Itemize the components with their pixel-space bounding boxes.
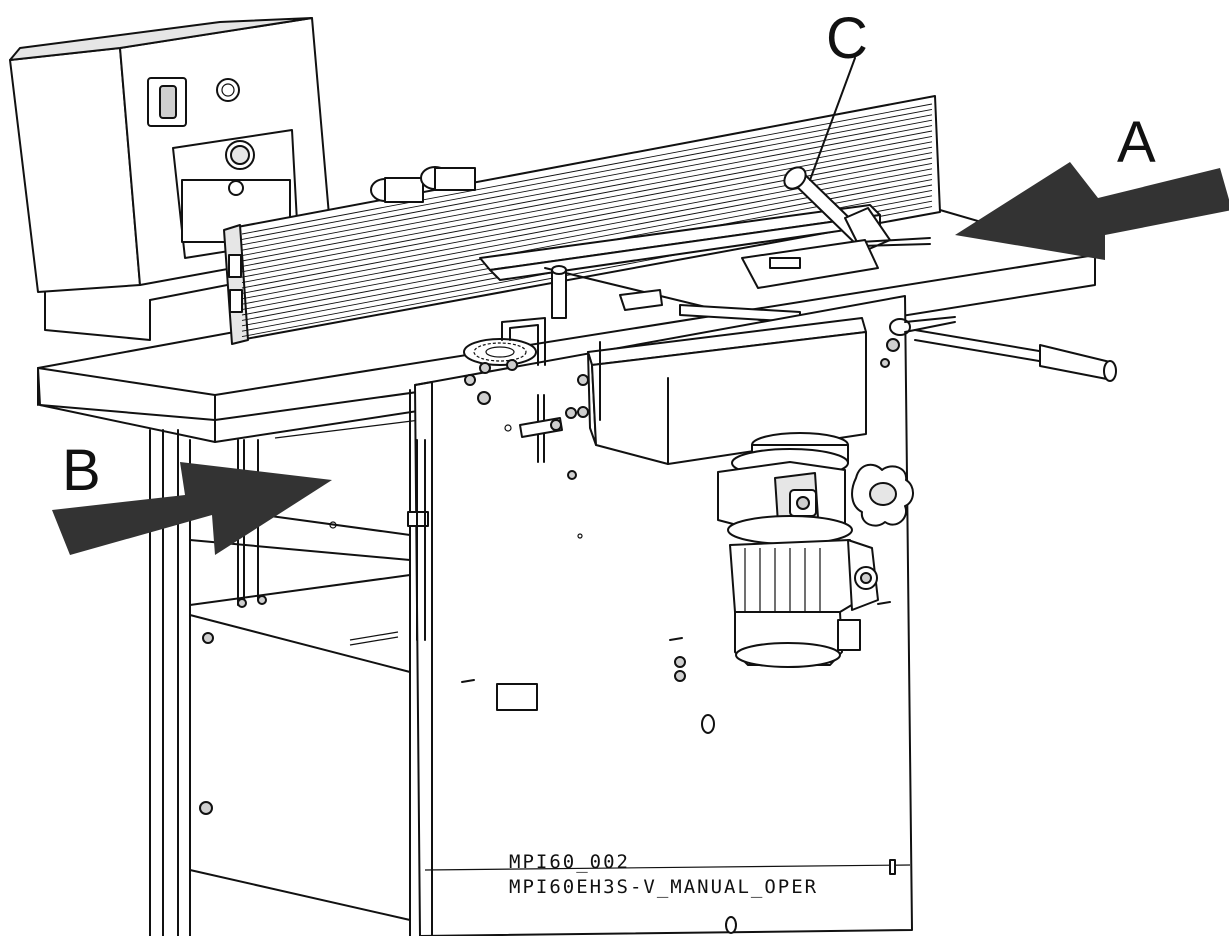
scale-dial <box>463 338 537 366</box>
frame-bolts <box>464 338 900 734</box>
guard-box <box>587 317 867 465</box>
fence-rib <box>241 114 933 246</box>
clamping-knob <box>851 463 914 527</box>
indicator-lamp <box>216 78 240 102</box>
arrow-a <box>955 162 1229 260</box>
drawing-code-line2: MPI60EH3S-V_MANUAL_OPER <box>509 876 818 898</box>
fence-rib <box>241 157 933 289</box>
adjustment-rod <box>501 265 567 366</box>
fence-rib <box>241 103 933 235</box>
fence-rib <box>241 125 933 257</box>
fence-rib <box>241 108 933 240</box>
fence-rib <box>241 162 933 294</box>
arrow-b <box>52 462 332 555</box>
fence-rib <box>241 152 933 284</box>
frame-slots <box>461 477 896 934</box>
fence-rib <box>241 135 933 267</box>
crank-handle <box>889 316 1117 382</box>
leader-c <box>809 57 856 181</box>
fence-rib <box>241 119 933 251</box>
fence-rib <box>241 146 933 278</box>
main-switch <box>147 77 187 127</box>
callout-a: A <box>1117 110 1156 175</box>
lever-c <box>783 166 931 253</box>
lock-lever <box>519 394 563 463</box>
callout-b: B <box>62 438 101 503</box>
rear-rollers <box>370 166 476 203</box>
drawing-code-line1: MPI60_002 <box>509 851 630 873</box>
callout-c: C <box>826 6 868 71</box>
fence-rib <box>241 130 933 262</box>
rear-plate <box>741 239 879 289</box>
motor-assembly <box>717 432 879 668</box>
